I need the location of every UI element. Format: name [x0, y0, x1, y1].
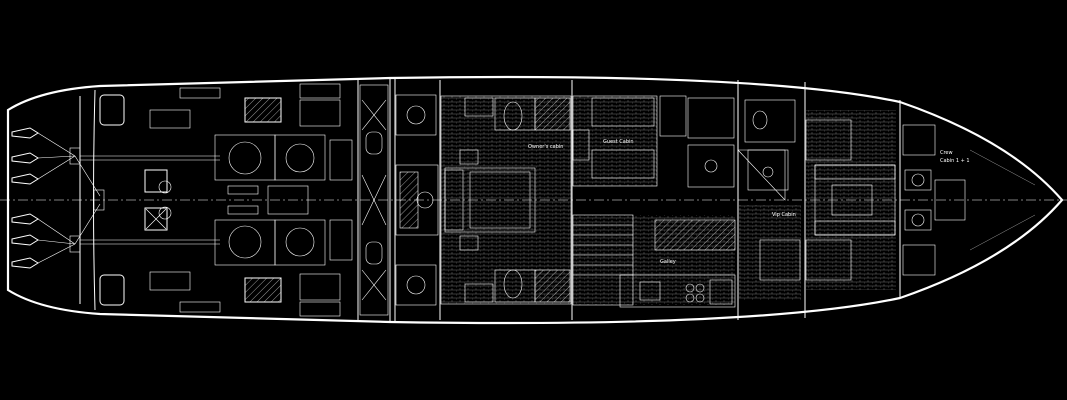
guest-cabin-label: Guest Cabin — [603, 139, 634, 145]
galley-label: Galley — [660, 259, 676, 265]
bulkheads — [357, 78, 901, 322]
heads-midship — [687, 97, 796, 201]
bow-locker — [969, 149, 1036, 251]
owners-cabin: Owner's cabin — [440, 95, 572, 305]
engine-room — [80, 83, 353, 317]
crew-cabin-label-2: Cabin 1 + 1 — [940, 158, 970, 164]
waterjet-units — [11, 127, 105, 269]
bulkhead-passage — [359, 84, 389, 316]
guest-cabin: Guest Cabin — [572, 95, 687, 187]
entrance-stair — [395, 94, 439, 306]
crew-cabin-label-1: Crew — [940, 150, 953, 156]
vip-cabin: Vip Cabin — [739, 110, 896, 300]
galley: Galley — [572, 214, 736, 308]
owners-cabin-label: Owner's cabin — [528, 144, 563, 150]
crew-cabin: Crew Cabin 1 + 1 — [902, 124, 970, 276]
vip-cabin-label: Vip Cabin — [772, 212, 796, 218]
